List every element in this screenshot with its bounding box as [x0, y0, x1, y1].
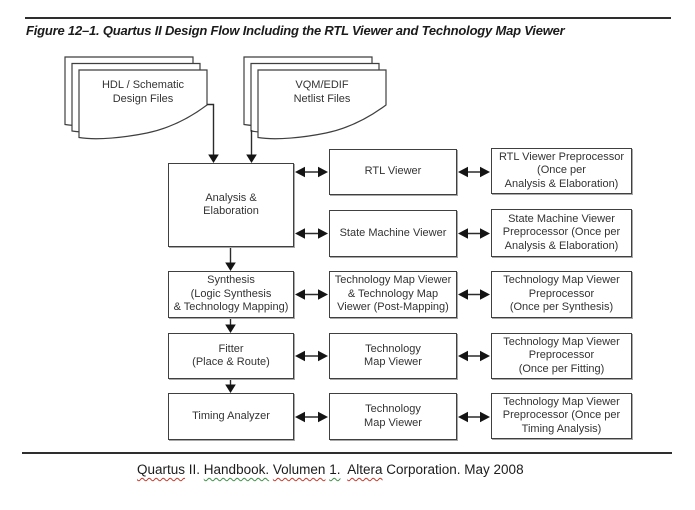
- box-text-line: & Technology Mapping): [173, 301, 289, 314]
- bottom-rule: [22, 452, 672, 454]
- box-text-line: (Once per Fitting): [518, 362, 605, 375]
- box-text-line: Map Viewer: [364, 416, 422, 429]
- biarrow-analysis-smviewer: [295, 228, 328, 239]
- box-text-line: Analysis & Elaboration): [504, 239, 619, 252]
- citation-segment: 1.: [329, 462, 341, 477]
- synthesis-box: Synthesis(Logic Synthesis& Technology Ma…: [168, 271, 294, 318]
- biarrow-timing-tmv: [295, 411, 328, 423]
- box-text-line: RTL Viewer Preprocessor: [498, 150, 625, 163]
- citation-segment: Corporation. May 2008: [382, 462, 524, 477]
- box-text-line: Fitter: [218, 342, 244, 355]
- arrow-vqm-to-analysis: [246, 130, 257, 163]
- box-text-line: Netlist Files: [293, 93, 351, 105]
- box-text-line: (Once per: [537, 164, 586, 177]
- biarrow-rtlviewer-preprocessor: [458, 166, 490, 178]
- biarrow-tmv-preprocessor-fitting: [458, 350, 490, 362]
- citation-segment: Quartus: [137, 462, 186, 477]
- box-text-line: VQM/EDIF: [295, 79, 349, 91]
- arrow-fitter-to-timing: [225, 378, 236, 393]
- citation-segment: II.: [185, 462, 204, 477]
- arrow-synthesis-to-fitter: [225, 317, 236, 333]
- box-text-line: (Once per Synthesis): [509, 301, 614, 314]
- citation-text: Quartus II. Handbook. Volumen 1. Altera …: [137, 462, 524, 477]
- citation-segment: Volumen: [272, 462, 326, 477]
- box-text-line: Technology: [365, 403, 421, 415]
- box-text-line: Design Files: [112, 93, 174, 105]
- timing-analyzer-box: Timing Analyzer: [168, 393, 294, 440]
- box-text-line: Technology Map Viewer: [334, 274, 452, 287]
- box-text-line: Preprocessor (Once per: [502, 409, 621, 422]
- box-text-line: Analysis &: [205, 191, 257, 204]
- box-text-line: HDL / Schematic: [101, 79, 185, 91]
- citation-segment: Handbook.: [203, 462, 270, 477]
- box-text-line: Technology: [365, 342, 421, 355]
- box-text-line: Timing Analyzer: [192, 409, 270, 422]
- citation-segment: Altera: [347, 462, 383, 477]
- biarrow-synthesis-tmvpost: [295, 289, 328, 300]
- biarrow-analysis-rtlviewer: [295, 166, 328, 178]
- box-text-line: Technology Map Viewer: [503, 395, 620, 408]
- biarrow-tmvpost-preprocessor: [458, 289, 490, 300]
- box-text-line: State Machine Viewer: [339, 226, 447, 239]
- state-machine-viewer-box: State Machine Viewer: [329, 210, 457, 257]
- biarrow-tmv-preprocessor-timing: [458, 411, 490, 423]
- arrow-hdl-to-analysis: [207, 103, 219, 163]
- hdl-document-stack-shape: [64, 56, 208, 140]
- fitter-box: Fitter(Place & Route): [168, 333, 294, 379]
- figure-title: Figure 12–1. Quartus II Design Flow Incl…: [26, 23, 565, 38]
- analysis-elaboration-box: Analysis &Elaboration: [168, 163, 294, 247]
- box-text-line: & Technology Map: [347, 287, 439, 300]
- box-text-line: Preprocessor: [528, 287, 595, 300]
- box-text-line: State Machine Viewer: [508, 212, 615, 225]
- box-text-line: Synthesis: [207, 274, 255, 287]
- arrow-analysis-to-synthesis: [225, 247, 236, 271]
- box-text-line: Map Viewer: [364, 356, 422, 368]
- box-text-line: Viewer (Post-Mapping): [337, 301, 449, 314]
- biarrow-smviewer-preprocessor: [458, 228, 490, 239]
- box-text-line: (Logic Synthesis: [190, 287, 272, 300]
- box-text-line: Timing Analysis): [521, 422, 602, 435]
- box-text-line: Technology Map Viewer: [503, 274, 620, 287]
- biarrow-fitter-tmv: [295, 350, 328, 362]
- box-text-line: Preprocessor (Once per: [502, 226, 621, 239]
- box-text-line: Preprocessor: [528, 349, 595, 362]
- box-text-line: (Place & Route): [192, 356, 270, 368]
- box-text-line: Elaboration: [203, 205, 259, 217]
- box-text-line: Technology Map Viewer: [503, 335, 620, 348]
- top-rule: [25, 17, 671, 19]
- vqm-edif-files-label: VQM/EDIF Netlist Files: [260, 78, 384, 106]
- box-text-line: RTL Viewer: [364, 165, 422, 178]
- box-text-line: Analysis & Elaboration): [504, 177, 619, 190]
- rtl-viewer-box: RTL Viewer: [329, 149, 457, 195]
- vqm-document-stack-shape: [243, 56, 387, 140]
